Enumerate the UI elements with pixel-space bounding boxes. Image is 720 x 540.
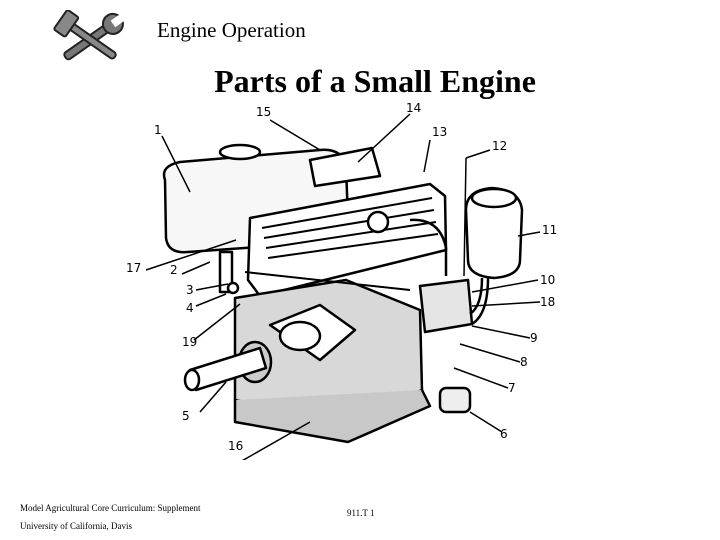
label-14: 14 <box>406 101 421 115</box>
label-10: 10 <box>540 273 555 287</box>
engine-diagram: 1 2 3 4 5 6 7 8 9 10 11 12 13 14 15 16 1… <box>126 101 557 460</box>
label-6: 6 <box>500 427 508 441</box>
footer-university: University of California, Davis <box>20 521 132 531</box>
label-9: 9 <box>530 331 538 345</box>
label-3: 3 <box>186 283 194 297</box>
label-18: 18 <box>540 295 555 309</box>
label-13: 13 <box>432 125 447 139</box>
label-7: 7 <box>508 381 516 395</box>
label-5: 5 <box>182 409 190 423</box>
label-4: 4 <box>186 301 194 315</box>
label-1: 1 <box>154 123 162 137</box>
wrench-hammer-icon <box>53 10 127 61</box>
footer-slide-code: 911.T 1 <box>347 508 375 518</box>
slide-title: Parts of a Small Engine <box>214 63 536 99</box>
label-12: 12 <box>492 139 507 153</box>
carburetor <box>418 278 474 334</box>
label-16: 16 <box>228 439 243 453</box>
label-11: 11 <box>542 223 557 237</box>
footer-curriculum: Model Agricultural Core Curriculum: Supp… <box>20 503 201 513</box>
label-19: 19 <box>182 335 197 349</box>
label-17: 17 <box>126 261 141 275</box>
label-15: 15 <box>256 105 271 119</box>
label-8: 8 <box>520 355 528 369</box>
label-2: 2 <box>170 263 178 277</box>
header-title: Engine Operation <box>157 18 306 42</box>
